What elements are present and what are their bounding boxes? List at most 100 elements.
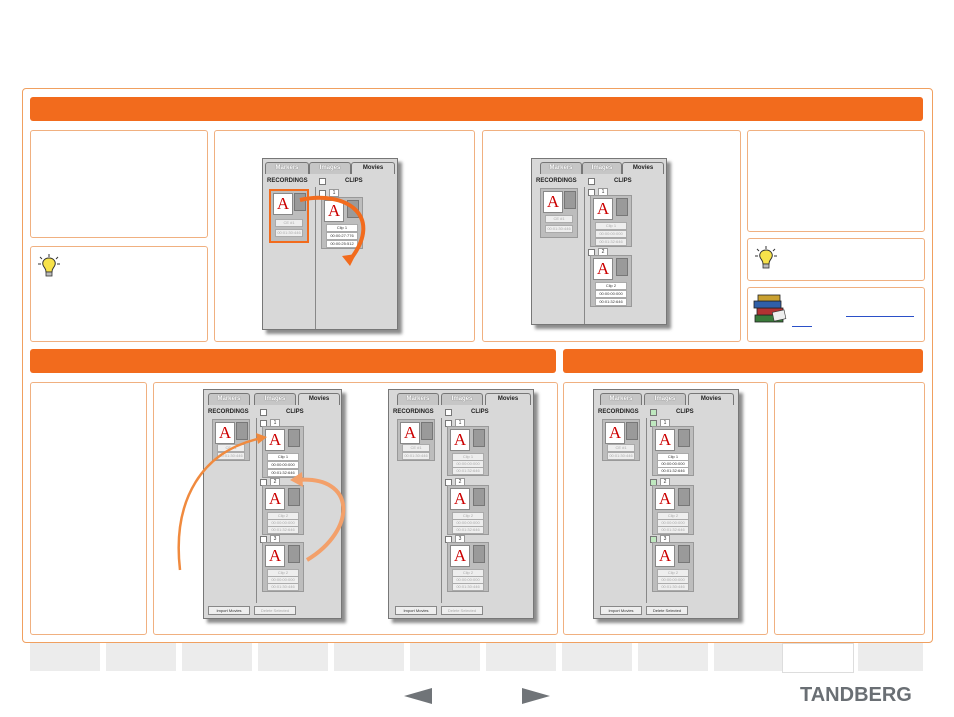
clip-file-icon: A xyxy=(450,488,470,510)
chapter-tab-8[interactable] xyxy=(562,643,632,671)
edit-icon xyxy=(288,429,300,447)
drag-arrow xyxy=(299,195,366,266)
clip-2-thumbnail[interactable]: A Clip 2 00:00:00:000 00:01:32:646 xyxy=(590,255,632,307)
recording-thumbnail[interactable]: A CE #1 00:01:30:446 xyxy=(602,419,640,461)
chapter-tab-2[interactable] xyxy=(106,643,176,671)
clip-1-thumbnail[interactable]: A Clip 1 00:00:27:776 00:00:25:512 xyxy=(321,197,363,249)
clips-select-all-checkbox[interactable] xyxy=(650,409,657,416)
recording-thumbnail[interactable]: A CE #1 00:01:30:446 xyxy=(397,419,435,461)
next-arrow-icon[interactable] xyxy=(522,688,550,704)
recordings-label: RECORDINGS xyxy=(267,178,308,184)
clip-1-out: 00:01:32:646 xyxy=(595,238,627,246)
recording-file-icon: A xyxy=(273,193,293,215)
clip-3-thumbnail[interactable]: A Clip 2 00:00:00:000 00:01:30:446 xyxy=(652,542,694,592)
chapter-tab-4[interactable] xyxy=(258,643,328,671)
tab-movies[interactable]: Movies xyxy=(622,162,664,174)
clips-select-all-checkbox[interactable] xyxy=(319,178,326,185)
edit-icon xyxy=(236,422,248,440)
clip-file-icon: A xyxy=(593,198,613,220)
column-divider xyxy=(315,187,316,329)
clip-2-name: Clip 2 xyxy=(595,282,627,290)
tab-images[interactable]: Images xyxy=(309,162,351,174)
tab-markers[interactable]: Markers xyxy=(397,393,439,405)
tab-markers[interactable]: Markers xyxy=(265,162,309,174)
chapter-tab-3[interactable] xyxy=(182,643,252,671)
clips-select-all-checkbox[interactable] xyxy=(445,409,452,416)
clips-select-all-checkbox[interactable] xyxy=(588,178,595,185)
tab-movies[interactable]: Movies xyxy=(485,393,531,405)
recordings-label: RECORDINGS xyxy=(536,178,577,184)
recording-time: 00:01:30:446 xyxy=(402,452,430,460)
chapter-tab-11[interactable] xyxy=(782,643,854,673)
recordings-label: RECORDINGS xyxy=(393,409,434,415)
tab-movies[interactable]: Movies xyxy=(688,393,734,405)
chapter-tab-5[interactable] xyxy=(334,643,404,671)
clip-2-in: 00:00:00:000 xyxy=(595,290,627,298)
clip-file-icon: A xyxy=(324,200,344,222)
tab-movies[interactable]: Movies xyxy=(351,162,395,174)
tab-movies[interactable]: Movies xyxy=(298,393,340,405)
recording-file-icon: A xyxy=(605,422,625,444)
clip-file-icon: A xyxy=(655,545,675,567)
chapter-tab-12[interactable] xyxy=(858,643,923,671)
tab-images[interactable]: Images xyxy=(441,393,483,405)
clip-file-icon: A xyxy=(450,429,470,451)
tab-markers[interactable]: Markers xyxy=(600,393,642,405)
clip-2-thumbnail[interactable]: A Clip 2 00:00:00:000 00:01:32:646 xyxy=(652,485,694,535)
tab-images[interactable]: Images xyxy=(644,393,686,405)
edit-icon xyxy=(421,422,433,440)
clip-1-thumbnail[interactable]: A Clip 1 00:00:00:000 00:01:32:646 xyxy=(590,195,632,247)
recording-name: CE #1 xyxy=(275,219,303,227)
delete-selected-button[interactable]: Delete Selected xyxy=(441,606,483,615)
edit-icon xyxy=(288,545,300,563)
chapter-tab-7[interactable] xyxy=(486,643,556,671)
edit-icon xyxy=(616,258,628,276)
chapter-tab-6[interactable] xyxy=(410,643,480,671)
import-movies-button[interactable]: Import Movies xyxy=(600,606,642,615)
clips-label: CLIPS xyxy=(286,409,304,415)
clip-1-thumbnail[interactable]: A Clip 1 00:00:00:000 00:01:32:646 xyxy=(447,426,489,476)
clip-2-out: 00:01:32:646 xyxy=(595,298,627,306)
chapter-tab-1[interactable] xyxy=(30,643,100,671)
clip-1-thumbnail[interactable]: A Clip 1 00:00:00:000 00:01:32:646 xyxy=(262,426,304,478)
tab-images[interactable]: Images xyxy=(254,393,296,405)
clip-2-thumbnail[interactable]: A Clip 2 00:00:00:000 00:01:32:646 xyxy=(262,485,304,535)
lightbulb-icon xyxy=(755,246,777,269)
reference-panel xyxy=(747,287,925,342)
reference-link-underline[interactable] xyxy=(846,316,914,317)
clip-1-number: 1 xyxy=(329,189,339,197)
clip-2-thumbnail[interactable]: A Clip 2 00:00:00:000 00:01:32:646 xyxy=(447,485,489,535)
clip-file-icon: A xyxy=(593,258,613,280)
movies-window: Markers Images Movies RECORDINGS CLIPS A… xyxy=(262,158,398,330)
clip-1-out: 00:01:32:646 xyxy=(657,467,689,475)
delete-selected-button[interactable]: Delete Selected xyxy=(646,606,688,615)
tip-panel-right xyxy=(747,238,925,281)
tab-markers[interactable]: Markers xyxy=(208,393,250,405)
edit-icon xyxy=(473,488,485,506)
tab-markers[interactable]: Markers xyxy=(540,162,582,174)
recording-time: 00:01:30:446 xyxy=(607,452,635,460)
recordings-label: RECORDINGS xyxy=(598,409,639,415)
import-movies-button[interactable]: Import Movies xyxy=(395,606,437,615)
clip-3-thumbnail[interactable]: A Clip 2 00:00:00:000 00:01:30:446 xyxy=(447,542,489,592)
clip-1-thumbnail[interactable]: A Clip 1 00:00:00:000 00:01:32:646 xyxy=(652,426,694,476)
clip-3-thumbnail[interactable]: A Clip 2 00:00:00:000 00:01:30:446 xyxy=(262,542,304,592)
import-movies-button[interactable]: Import Movies xyxy=(208,606,250,615)
reference-link-underline-2[interactable] xyxy=(792,326,812,327)
edit-icon xyxy=(288,488,300,506)
tab-images[interactable]: Images xyxy=(582,162,622,174)
recording-thumbnail[interactable]: A CE #1 00:01:30:446 xyxy=(540,188,578,238)
clips-select-all-checkbox[interactable] xyxy=(260,409,267,416)
clip-3-out: 00:01:30:446 xyxy=(452,583,484,591)
clip-file-icon: A xyxy=(265,545,285,567)
chapter-tab-9[interactable] xyxy=(638,643,708,671)
section-header-top xyxy=(30,97,923,121)
chapter-tab-10[interactable] xyxy=(714,643,784,671)
delete-selected-button[interactable]: Delete Selected xyxy=(254,606,296,615)
books-icon xyxy=(753,294,787,323)
clip-1-name: Clip 1 xyxy=(326,224,358,232)
clip-file-icon: A xyxy=(655,429,675,451)
previous-arrow-icon[interactable] xyxy=(404,688,432,704)
edit-icon xyxy=(678,429,690,447)
brand-logo: TANDBERG xyxy=(800,684,912,706)
